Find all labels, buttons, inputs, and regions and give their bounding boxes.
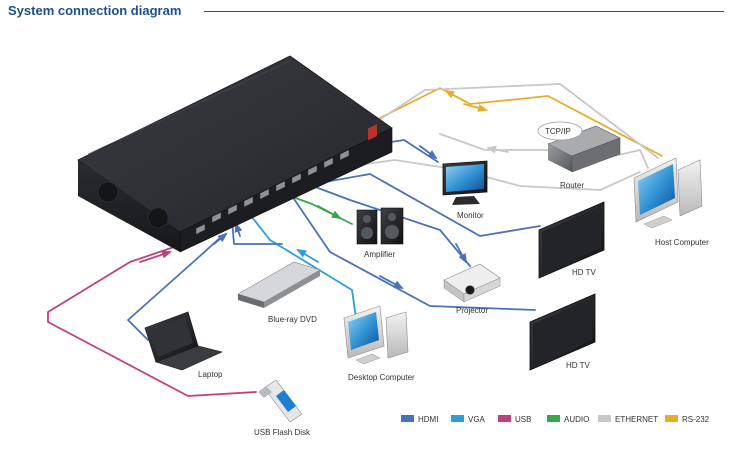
hdmi-cable-laptop xyxy=(127,235,223,341)
bluray-device xyxy=(237,261,321,308)
ethernet-cable-loop xyxy=(337,159,641,191)
legend-label-usb: USB xyxy=(515,415,531,424)
ethernet-arrow xyxy=(486,145,509,154)
hdmi-cable-hdtv2 xyxy=(291,195,536,311)
vga-cable-desktop xyxy=(247,211,357,319)
projector-label: Projector xyxy=(456,306,488,315)
header-rule xyxy=(204,11,724,12)
rs232-arrow-b xyxy=(463,103,488,112)
bluray-label: Blue-ray DVD xyxy=(268,315,317,324)
monitor-label: Monitor xyxy=(457,211,484,220)
ethernet-cable-router xyxy=(439,133,553,151)
audio-arrow xyxy=(317,205,342,219)
legend-label-rs232: RS-232 xyxy=(682,415,710,424)
monitor-device xyxy=(442,160,488,205)
hdmi-arrow-projector xyxy=(455,243,467,264)
legend-swatch-vga xyxy=(451,415,464,422)
hdmi-cable-hdtv1 xyxy=(324,173,541,237)
vga-arrow-desktop xyxy=(296,248,319,263)
host-computer-device xyxy=(633,157,703,229)
hdmi-arrow-hdtv2 xyxy=(379,275,404,289)
matrix-switcher xyxy=(77,55,393,253)
section-header: System connection diagram xyxy=(0,0,730,24)
legend-swatch-ethernet xyxy=(598,415,611,422)
hdmi-cable-bluray xyxy=(231,219,283,245)
legend-swatch-audio xyxy=(547,415,560,422)
legend-label-hdmi: HDMI xyxy=(418,415,438,424)
usb-cable xyxy=(47,233,257,397)
legend-label-vga: VGA xyxy=(468,415,486,424)
amplifier-device xyxy=(356,207,404,245)
projector-device xyxy=(443,263,501,303)
hdmi-arrow-laptop xyxy=(213,232,228,245)
hdmi-arrow-monitor xyxy=(419,145,438,160)
legend-label-audio: AUDIO xyxy=(564,415,589,424)
host-computer-label: Host Computer xyxy=(655,238,709,247)
legend-label-ethernet: ETHERNET xyxy=(615,415,658,424)
hdtv-1-label: HD TV xyxy=(572,268,597,277)
laptop-label: Laptop xyxy=(198,370,223,379)
hdtv-1-device xyxy=(538,201,605,279)
usb-flash-disk-label: USB Flash Disk xyxy=(254,428,311,437)
rs232-arrow-a xyxy=(444,90,467,103)
audio-cable xyxy=(289,195,353,225)
router-label: Router xyxy=(560,181,584,190)
hdtv-2-device xyxy=(529,293,596,371)
hdmi-arrow-bluray xyxy=(234,222,243,237)
router-device xyxy=(537,121,621,173)
section-title: System connection diagram xyxy=(8,3,182,18)
legend-swatch-rs232 xyxy=(665,415,678,422)
legend-swatch-hdmi xyxy=(401,415,414,422)
legend: HDMI VGA USB AUDIO ETHERNET RS-232 xyxy=(401,415,710,424)
usb-arrow xyxy=(139,250,172,263)
desktop-computer-device xyxy=(343,305,409,365)
desktop-computer-label: Desktop Computer xyxy=(348,373,415,382)
usb-flash-disk-device xyxy=(258,379,303,423)
legend-swatch-usb xyxy=(498,415,511,422)
laptop-device xyxy=(144,311,223,371)
router-protocol-label: TCP/IP xyxy=(545,127,571,136)
amplifier-label: Amplifier xyxy=(364,250,395,259)
hdtv-2-label: HD TV xyxy=(566,361,591,370)
